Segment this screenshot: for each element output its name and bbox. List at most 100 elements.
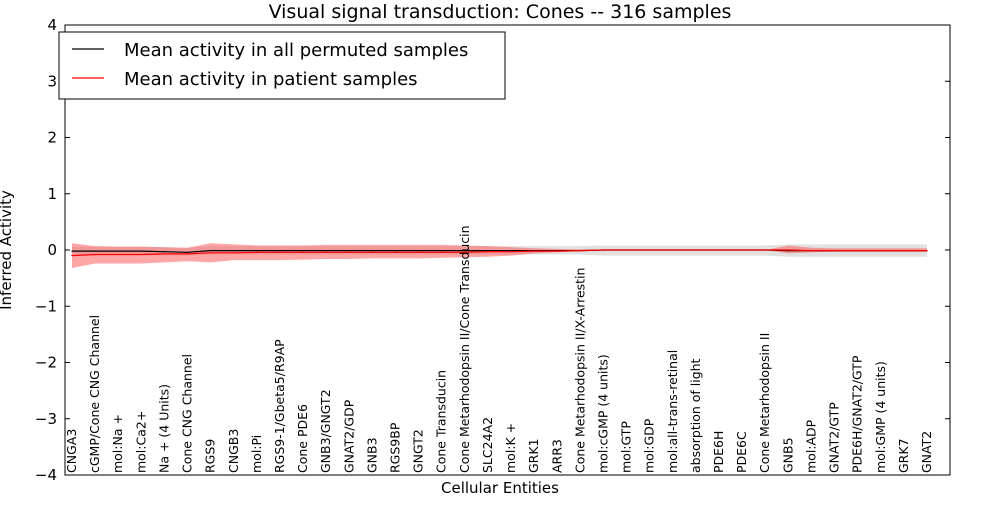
data-point-patient <box>117 253 119 256</box>
data-point-patient <box>94 253 96 256</box>
data-point-permuted <box>510 249 512 252</box>
category-label: mol:Na + <box>110 414 125 473</box>
data-point-patient <box>833 249 836 252</box>
category-label: GNAT2/GDP <box>341 399 356 473</box>
data-point-patient <box>695 249 697 251</box>
category-label: GNB3/GNGT2 <box>318 389 333 473</box>
category-label: Cone Metarhodopsin II <box>757 333 772 473</box>
data-point-patient <box>510 251 512 253</box>
chart-title: Visual signal transduction: Cones -- 316… <box>269 1 732 23</box>
category-label: Na + (4 Units) <box>156 384 171 473</box>
category-label: PDE6H <box>711 431 726 473</box>
category-label: mol:K + <box>503 423 518 473</box>
data-point-permuted <box>233 249 235 252</box>
data-point-permuted <box>348 249 350 252</box>
data-point-patient <box>672 249 674 251</box>
data-point-patient <box>625 249 628 251</box>
category-label: GNB5 <box>780 437 795 473</box>
category-label: GNGT2 <box>411 429 426 473</box>
category-label: mol:Pi <box>249 435 264 473</box>
category-label: GNB3 <box>364 437 379 473</box>
data-point-patient <box>556 250 558 252</box>
y-tick-label: −1 <box>35 297 57 315</box>
category-label: RGS9BP <box>388 422 403 473</box>
data-point-permuted <box>394 249 397 252</box>
data-point-patient <box>325 251 327 253</box>
category-label: mol:ADP <box>803 419 818 473</box>
data-point-permuted <box>163 251 166 253</box>
data-point-patient <box>649 249 651 251</box>
series-lines <box>71 249 928 257</box>
category-label: Cone Metarhodopsin II/X-Arrestin <box>572 268 587 473</box>
y-tick-label: 3 <box>47 72 57 90</box>
data-point-permuted <box>210 249 212 252</box>
data-point-patient <box>926 249 928 252</box>
category-label: Cone Metarhodopsin II/Cone Transducin <box>457 225 472 473</box>
data-point-permuted <box>302 249 304 252</box>
category-label: mol:Ca2+ <box>133 411 148 473</box>
category-label: CNGB3 <box>226 429 241 473</box>
data-point-permuted <box>325 249 327 252</box>
y-tick-label: 1 <box>47 185 57 203</box>
legend-label-patient: Mean activity in patient samples <box>124 69 418 90</box>
data-point-patient <box>579 249 581 252</box>
data-point-patient <box>464 251 466 253</box>
data-point-permuted <box>441 249 443 252</box>
data-point-patient <box>903 249 905 252</box>
x-axis-label: Cellular Entities <box>441 479 559 497</box>
category-label: PDE6C <box>734 431 749 473</box>
data-point-patient <box>71 255 73 257</box>
category-label: GRK1 <box>526 438 541 473</box>
data-point-patient <box>371 251 374 253</box>
category-label: RGS9-1/Gbeta5/R9AP <box>272 339 287 473</box>
data-point-permuted <box>71 250 73 252</box>
data-point-patient <box>441 251 443 253</box>
y-tick-label: 2 <box>47 129 57 147</box>
category-label: absorption of light <box>688 358 703 473</box>
data-point-patient <box>602 249 605 251</box>
confidence-bands <box>72 243 927 268</box>
category-label: Cone PDE6 <box>295 404 310 473</box>
y-tick-label: −2 <box>35 354 57 372</box>
data-point-patient <box>233 252 235 254</box>
legend-label-permuted: Mean activity in all permuted samples <box>124 40 468 61</box>
data-point-permuted <box>117 250 119 252</box>
data-point-patient <box>857 249 859 252</box>
category-label: mol:all-trans-retinal <box>665 350 680 473</box>
category-label: CNGA3 <box>64 429 79 473</box>
category-label: GRK7 <box>896 438 911 473</box>
data-point-patient <box>787 249 789 251</box>
data-point-patient <box>279 251 281 253</box>
category-label: GNAT2 <box>919 431 934 473</box>
category-label: mol:GDP <box>642 418 657 473</box>
series-line-patient <box>71 249 927 257</box>
data-point-permuted <box>94 250 96 252</box>
y-tick-label: 0 <box>47 241 57 259</box>
data-point-patient <box>210 252 212 254</box>
category-label: ARR3 <box>549 439 564 473</box>
data-point-patient <box>140 253 142 256</box>
data-point-permuted <box>464 249 466 252</box>
data-point-permuted <box>256 249 258 252</box>
data-point-patient <box>348 251 350 253</box>
y-tick-label: 4 <box>47 16 57 34</box>
data-point-patient <box>718 249 720 251</box>
category-labels: CNGA3 cGMP/Cone CNG Channel mol:Na + mol:Ca… <box>64 225 934 473</box>
data-point-patient <box>163 253 166 255</box>
data-point-patient <box>487 251 489 253</box>
y-tick-label: −4 <box>35 466 57 484</box>
category-label: cGMP/Cone CNG Channel <box>87 315 102 473</box>
data-point-patient <box>810 249 813 252</box>
data-point-permuted <box>140 250 142 252</box>
data-point-permuted <box>487 249 489 252</box>
category-label: Cone CNG Channel <box>180 354 195 473</box>
category-label: mol:cGMP (4 units) <box>595 354 610 473</box>
data-point-patient <box>533 250 535 252</box>
band-patient <box>72 243 927 268</box>
category-label: Cone Transducin <box>434 370 449 473</box>
category-label: GNAT2/GTP <box>827 402 842 473</box>
category-label: SLC24A2 <box>480 417 495 473</box>
